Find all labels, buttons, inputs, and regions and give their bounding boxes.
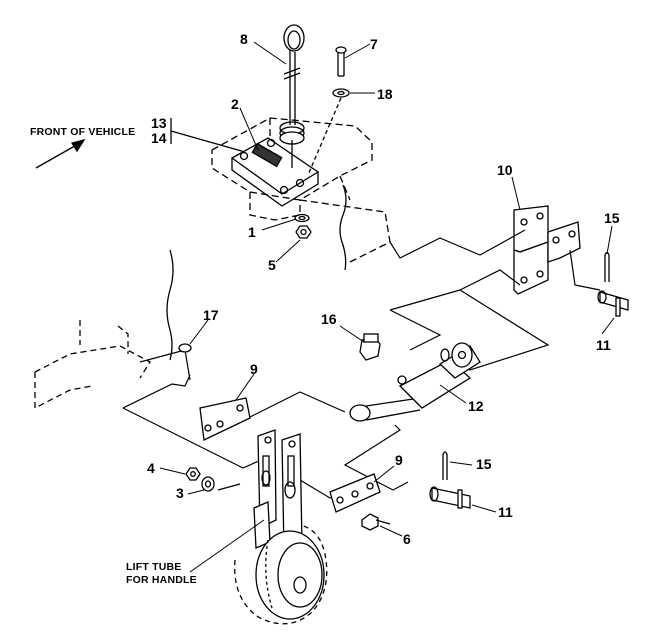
caster-wheel (234, 524, 328, 625)
callout-8: 8 (240, 31, 248, 47)
callout-6: 6 (403, 531, 411, 547)
control-cable (122, 229, 601, 499)
leader-lines (159, 41, 615, 573)
lift-tube-label-line2: FOR HANDLE (126, 574, 197, 586)
nut-5 (295, 225, 312, 239)
mounting-plate (230, 137, 320, 207)
break-line (339, 184, 347, 271)
callout-4: 4 (147, 460, 155, 476)
callout-11-right: 11 (596, 337, 611, 353)
callout-12: 12 (468, 398, 484, 414)
callout-15-right: 15 (604, 210, 620, 226)
cylinder-12 (349, 342, 481, 422)
fitting-16 (359, 333, 381, 361)
callout-7: 7 (370, 36, 378, 52)
washer-1 (294, 213, 310, 223)
nut-4 (185, 467, 201, 481)
callout-13: 13 (151, 115, 167, 131)
pin-11-right (597, 290, 629, 317)
callout-11-lower: 11 (498, 504, 513, 520)
cotter-17 (178, 343, 192, 353)
cotter-pin-15-right (604, 251, 610, 282)
plate-9-left (199, 397, 251, 441)
callout-1: 1 (248, 224, 256, 240)
front-of-vehicle-label: FRONT OF VEHICLE (30, 126, 136, 138)
callout-2: 2 (231, 96, 239, 112)
frame-rail-left (34, 320, 151, 410)
callout-9-upper: 9 (250, 361, 258, 377)
callout-17: 17 (203, 307, 219, 323)
callout-5: 5 (268, 257, 276, 273)
pin-11-lower (429, 486, 471, 509)
callout-15-lower: 15 (476, 456, 492, 472)
caster-fork (253, 429, 303, 553)
bolt-6 (361, 513, 391, 531)
front-arrow (35, 138, 86, 169)
bolt-7 (335, 46, 347, 77)
bracket-10 (513, 205, 581, 295)
washer-3 (201, 476, 215, 492)
callout-10: 10 (497, 162, 513, 178)
callout-14: 14 (151, 130, 167, 146)
callout-18: 18 (377, 86, 393, 102)
callout-9-lower: 9 (395, 452, 403, 468)
callout-3: 3 (176, 485, 184, 501)
frame-rail-upper (211, 117, 391, 263)
washer-18 (332, 88, 350, 98)
plate-9-lower (329, 473, 381, 513)
lift-tube-label-line1: LIFT TUBE (126, 561, 182, 573)
callout-16: 16 (321, 311, 337, 327)
cotter-pin-15-lower (442, 451, 448, 480)
handle-8 (279, 24, 305, 168)
